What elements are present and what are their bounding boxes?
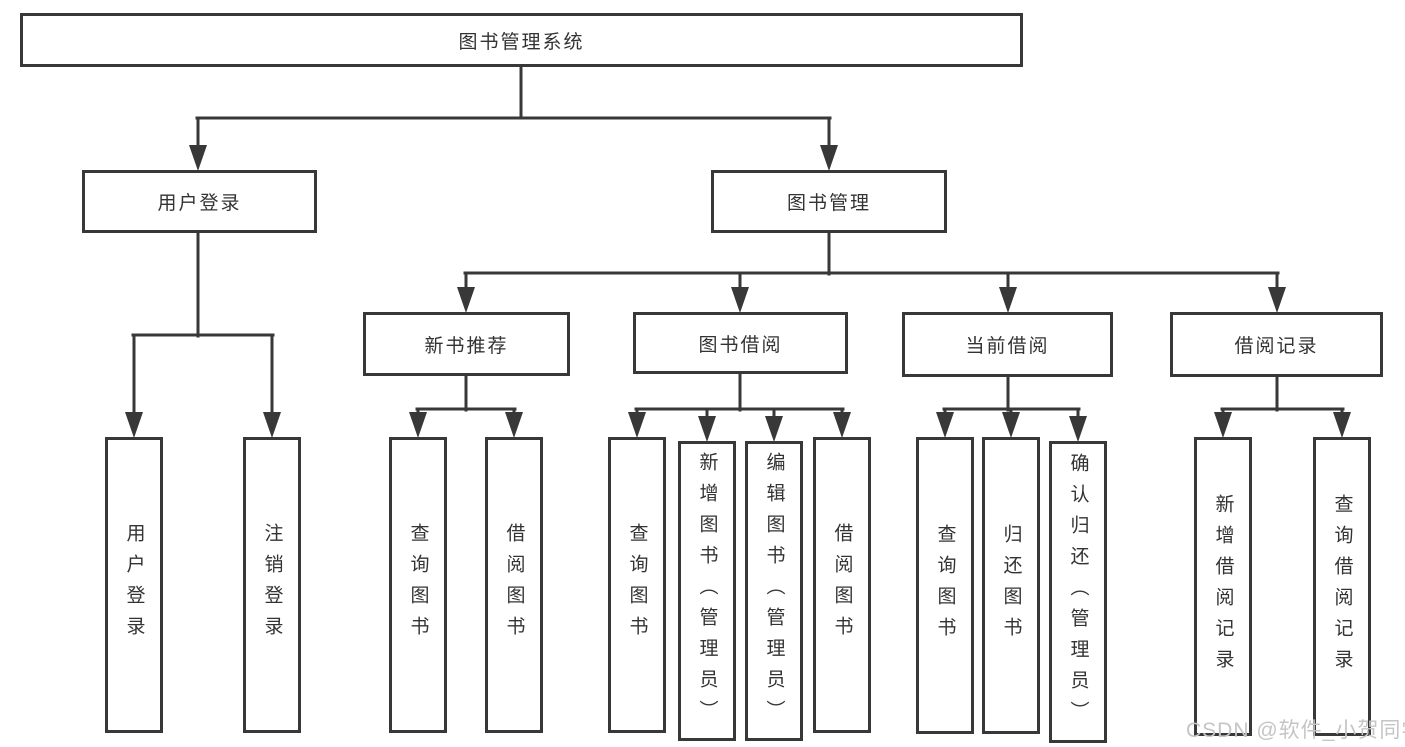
leaf-br-add-record-label: 新增借阅记录 [1212,493,1234,680]
leaf-bb-query-books-label: 查询图书 [626,523,648,647]
node-book-management-label: 图书管理 [786,193,871,214]
leaf-logout-label: 注销登录 [261,523,283,647]
leaf-nbr-query-books-label: 查询图书 [407,523,429,647]
leaf-cb-return-books-label: 归还图书 [1000,523,1022,648]
leaf-user-login-label: 用户登录 [123,523,145,647]
node-root: 图书管理系统 [20,13,1023,67]
leaf-cb-confirm-return-admin-label: 确认归还（管理员） [1067,452,1089,732]
node-new-book-recommend: 新书推荐 [363,312,570,376]
node-borrow-records-label: 借阅记录 [1234,336,1319,357]
node-book-management: 图书管理 [711,170,947,233]
node-root-label: 图书管理系统 [458,31,585,53]
leaf-br-add-record: 新增借阅记录 [1194,437,1252,736]
node-borrow-records: 借阅记录 [1170,312,1383,377]
leaf-logout: 注销登录 [243,437,301,733]
leaf-cb-query-books-label: 查询图书 [934,523,956,648]
leaf-bb-query-books: 查询图书 [608,437,666,733]
leaf-cb-query-books: 查询图书 [916,437,974,734]
leaf-user-login: 用户登录 [105,437,163,733]
leaf-cb-confirm-return-admin: 确认归还（管理员） [1049,441,1107,743]
leaf-bb-borrow-books-label: 借阅图书 [831,523,853,647]
node-user-login-label: 用户登录 [157,193,242,214]
leaf-cb-return-books: 归还图书 [982,437,1040,734]
leaf-nbr-query-books: 查询图书 [389,437,447,733]
leaf-nbr-borrow-books: 借阅图书 [485,437,543,733]
node-new-book-recommend-label: 新书推荐 [424,335,509,357]
leaf-br-query-record-label: 查询借阅记录 [1331,493,1353,680]
node-user-login: 用户登录 [82,170,317,233]
leaf-br-query-record: 查询借阅记录 [1313,437,1371,736]
leaf-bb-add-books-admin: 新增图书（管理员） [678,441,736,741]
node-book-borrow-label: 图书借阅 [698,334,783,356]
leaf-nbr-borrow-books-label: 借阅图书 [503,523,525,647]
watermark: CSDN @软件_小贺同学 [1186,719,1405,742]
leaf-bb-edit-books-admin: 编辑图书（管理员） [745,441,803,741]
leaf-bb-borrow-books: 借阅图书 [813,437,871,733]
node-book-borrow: 图书借阅 [633,312,848,374]
leaf-bb-edit-books-admin-label: 编辑图书（管理员） [763,451,785,731]
node-current-borrow-label: 当前借阅 [965,336,1050,357]
node-current-borrow: 当前借阅 [902,312,1113,377]
leaf-bb-add-books-admin-label: 新增图书（管理员） [696,451,718,731]
